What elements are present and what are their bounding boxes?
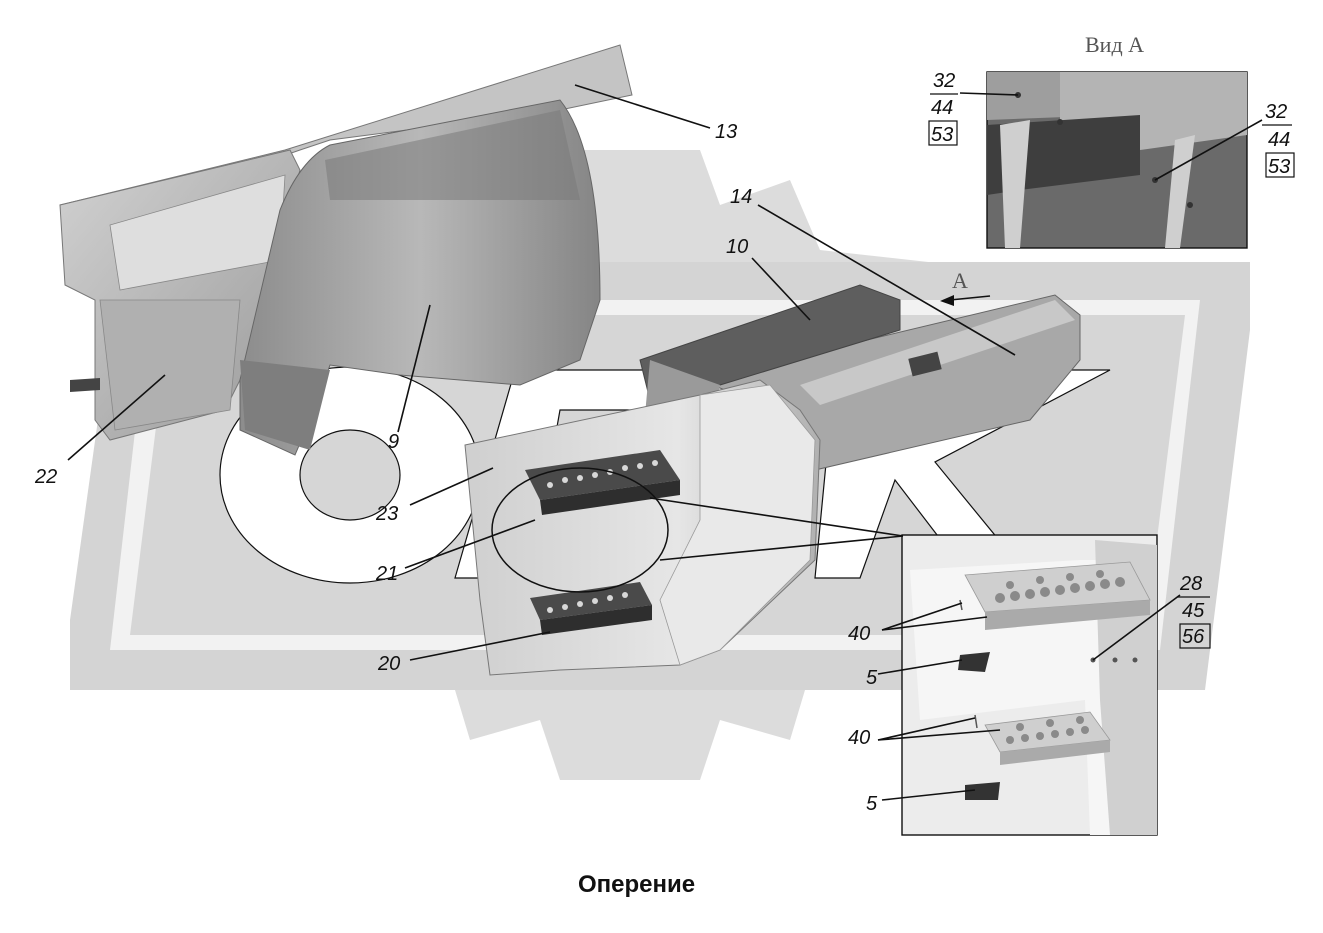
view-a-inset [986,71,1248,249]
callouts: 13 14 10 9 22 23 21 20 [34,121,752,675]
callout-14: 14 [730,186,752,208]
detail-connector-bottom [659,535,904,561]
callout-22: 22 [34,466,57,488]
view-a-right-2: 44 [1268,129,1290,151]
callout-23: 23 [375,503,398,525]
view-a-label: Вид А [1085,32,1144,57]
callout-21: 21 [375,563,398,585]
left-fender-assembly [59,44,633,456]
view-a-left-2: 44 [931,97,953,119]
detail-connector-top [649,497,904,537]
detail-callout-45: 45 [1182,600,1205,622]
callout-9: 9 [388,431,399,453]
callout-10: 10 [726,236,748,258]
part-21-step-top [525,450,680,500]
arrow-label: А [952,268,968,293]
right-fender-assembly [464,284,1081,676]
detail-callout-40-bottom: 40 [848,727,870,749]
view-arrow: А [940,268,991,306]
callout-20: 20 [377,653,400,675]
detail-inset [901,534,1158,836]
leader-lines [67,84,1263,801]
view-a-callouts: Вид А 32 44 53 32 44 53 [928,32,1295,178]
part-20-step-bottom [530,582,652,620]
view-a-right-1: 32 [1265,101,1287,123]
detail-callouts: 28 45 56 40 5 40 5 [848,573,1211,815]
detail-callout-56: 56 [1182,626,1205,648]
view-a-left-3: 53 [931,124,953,146]
detail-callout-5-top: 5 [866,667,878,689]
view-a-left-1: 32 [933,70,955,92]
callout-13: 13 [715,121,737,143]
detail-callout-5-bottom: 5 [866,793,878,815]
diagram-title: Оперение [578,871,695,898]
detail-callout-40-top: 40 [848,623,870,645]
detail-callout-28: 28 [1179,573,1202,595]
view-a-right-3: 53 [1268,156,1290,178]
detail-circle-marker [491,467,669,593]
part-14-hole [908,351,942,377]
